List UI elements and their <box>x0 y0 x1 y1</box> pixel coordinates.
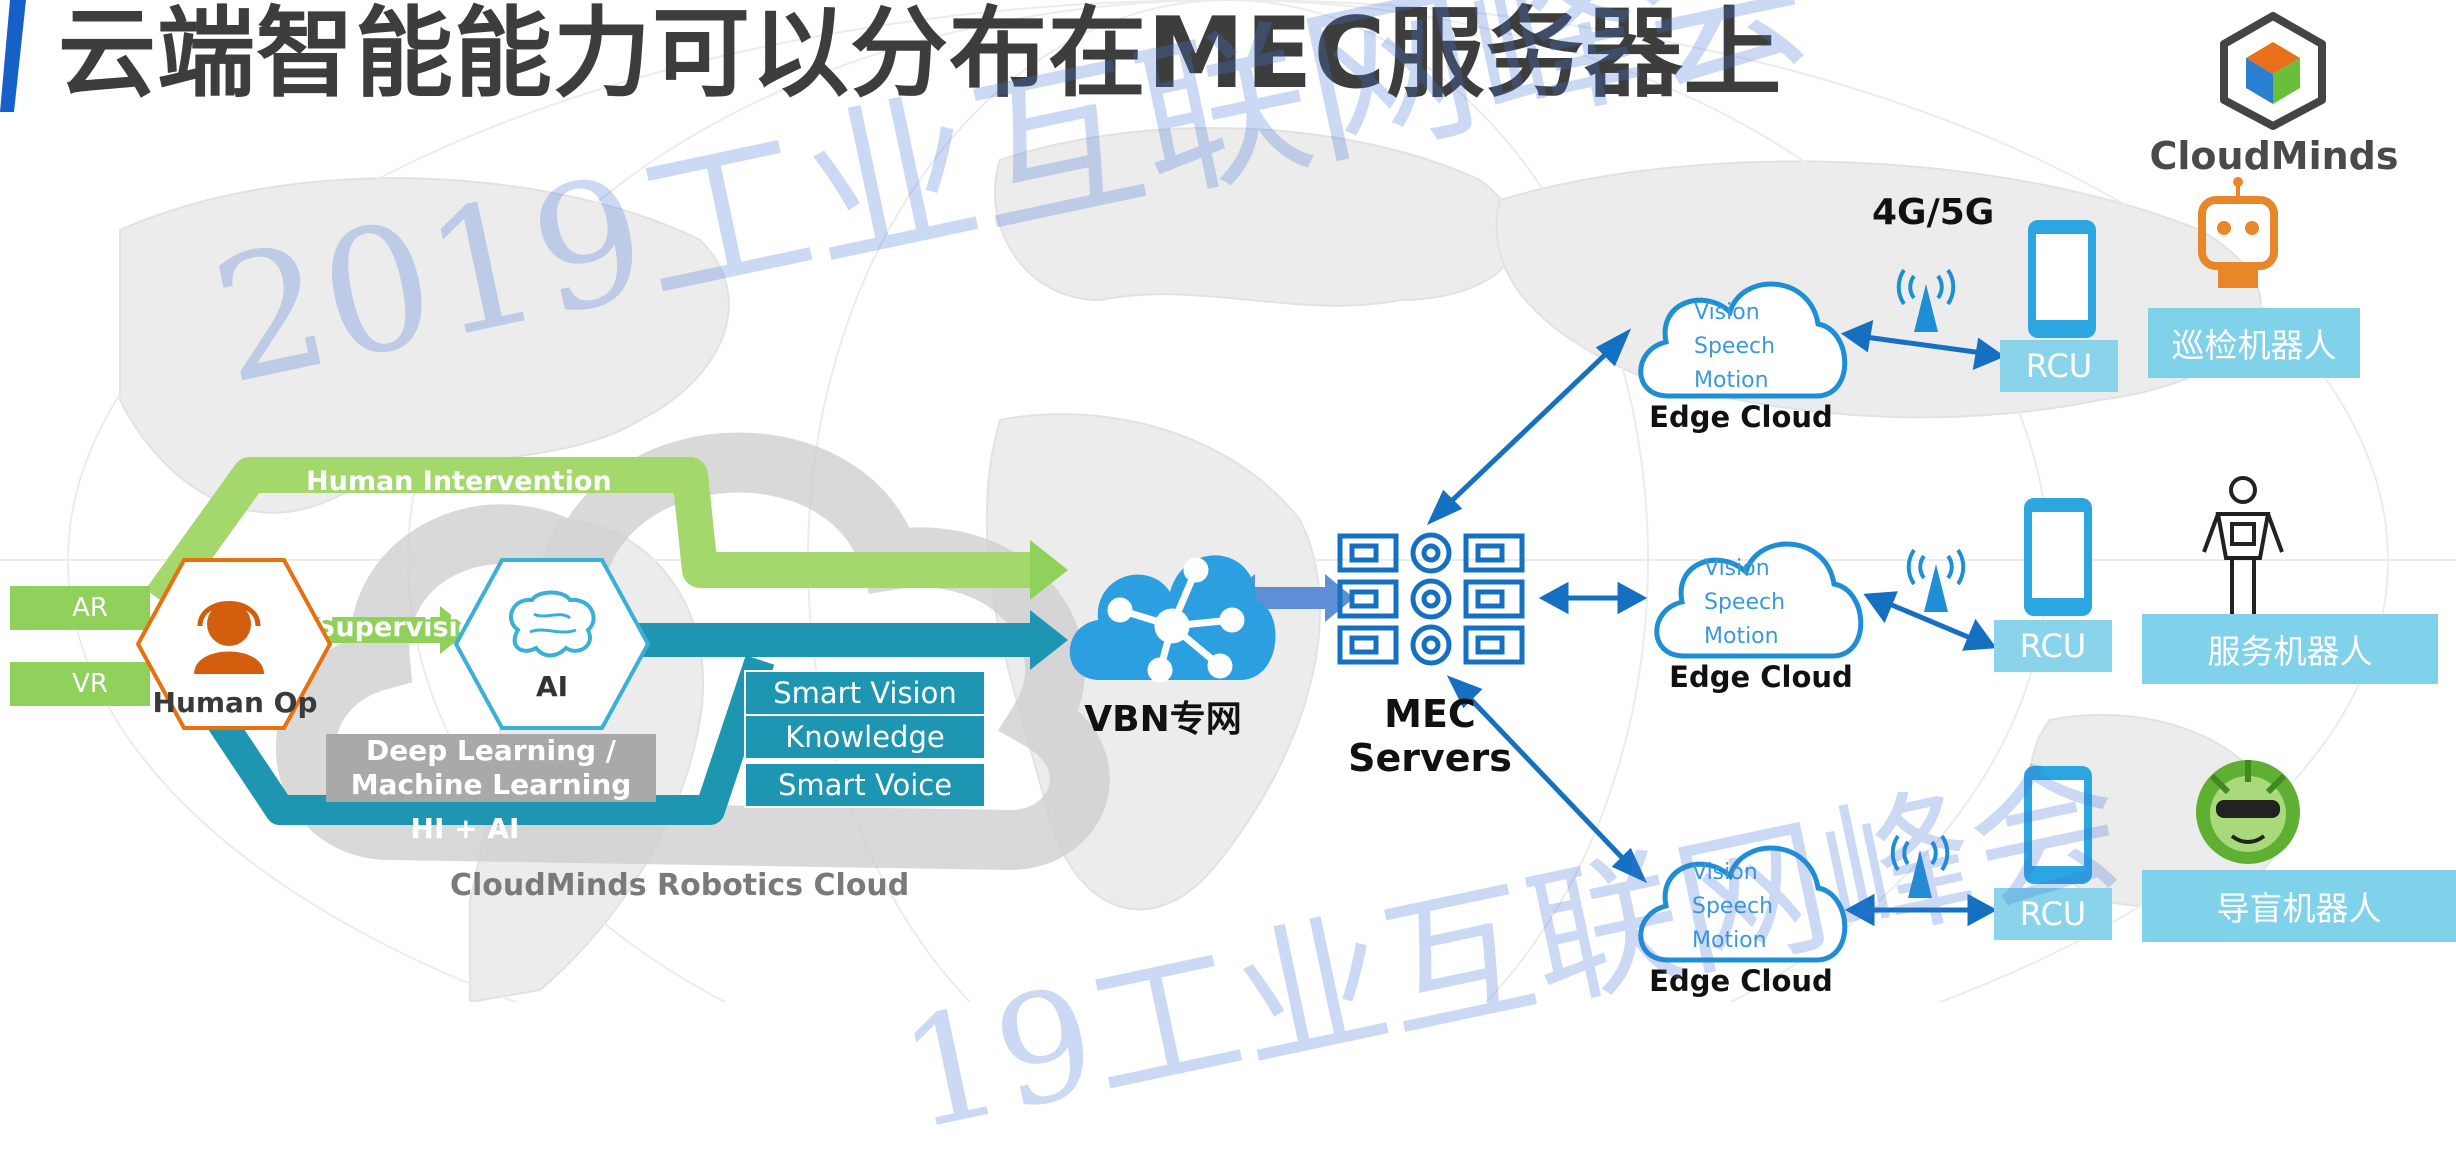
robotics-cloud-label: CloudMinds Robotics Cloud <box>450 868 910 903</box>
edge-cloud-1-motion: Motion <box>1694 368 1769 393</box>
rcu-box-2: RCU <box>1994 620 2112 672</box>
robot-label-inspection: 巡检机器人 <box>2148 308 2360 378</box>
signal-tower-2-icon <box>1906 548 1966 612</box>
brain-icon <box>509 590 596 658</box>
phone-2-icon <box>2024 498 2092 616</box>
human-intervention-label: Human Intervention <box>306 466 612 497</box>
edge-cloud-2-label: Edge Cloud <box>1669 660 1853 694</box>
edge-cloud-3-services: Vision Speech Motion <box>1692 856 1773 958</box>
edge-cloud-2-icon <box>1654 541 1864 659</box>
vr-input-label: VR <box>72 669 108 699</box>
service-smart-voice: Smart Voice <box>744 762 986 808</box>
edge-cloud-2-speech: Speech <box>1704 590 1786 615</box>
robotics-cloud-outline <box>275 432 1110 871</box>
edge-cloud-3-vision: Vision <box>1692 860 1758 885</box>
signal-tower-3-icon <box>1890 834 1950 898</box>
edge-cloud-3-motion: Motion <box>1692 928 1767 953</box>
rcu-box-3: RCU <box>1994 888 2112 940</box>
edge-cloud-1-label: Edge Cloud <box>1649 400 1833 434</box>
title-accent-bar <box>0 0 26 112</box>
service-robot-icon <box>2202 476 2284 614</box>
mec-label-line-1: MEC <box>1384 692 1476 736</box>
ar-input-label: AR <box>72 593 108 623</box>
edge-cloud-2-vision: Vision <box>1704 556 1770 581</box>
rcu-box-1: RCU <box>2000 340 2118 392</box>
edge-cloud-1-speech: Speech <box>1694 334 1776 359</box>
deep-learning-line-1: Deep Learning / <box>365 734 617 767</box>
edge-cloud-1-icon <box>1638 281 1848 399</box>
cube-logo-icon <box>2220 12 2326 130</box>
edge-cloud-3-speech: Speech <box>1692 894 1774 919</box>
edge-cloud-2-motion: Motion <box>1704 624 1779 649</box>
supervision-label: Supervisio <box>316 612 477 643</box>
phone-3-icon <box>2024 766 2092 884</box>
edge-cloud-1-services: Vision Speech Motion <box>1694 296 1775 398</box>
service-smart-vision: Smart Vision <box>744 670 986 716</box>
mec-label: MEC Servers <box>1330 692 1530 780</box>
operator-headset-icon <box>194 601 264 674</box>
ai-hexagon <box>453 558 651 730</box>
service-knowledge: Knowledge <box>744 714 986 760</box>
deep-learning-box: Deep Learning / Machine Learning <box>326 734 656 802</box>
mec-label-line-2: Servers <box>1348 736 1512 780</box>
logo-name: CloudMinds <box>2149 134 2399 178</box>
page-title: 云端智能能力可以分布在MEC服务器上 <box>58 0 1783 111</box>
edge-cloud-2-services: Vision Speech Motion <box>1704 552 1785 654</box>
mec-servers-icon <box>1337 532 1525 666</box>
edge-cloud-3-icon <box>1638 845 1848 963</box>
guide-robot-icon <box>2196 760 2300 864</box>
vbn-label: VBN专网 <box>1084 699 1242 740</box>
inspection-robot-icon <box>2198 177 2278 288</box>
signal-tower-1-icon <box>1896 268 1956 332</box>
robot-label-guide: 导盲机器人 <box>2142 870 2456 942</box>
vbn-network-cloud-icon <box>1069 555 1276 683</box>
mobile-network-label: 4G/5G <box>1872 192 1995 233</box>
phone-1-icon <box>2028 220 2096 338</box>
robot-label-service: 服务机器人 <box>2142 614 2438 684</box>
hi-ai-label: HI + AI <box>410 812 520 845</box>
human-op-label: Human Op <box>152 686 318 719</box>
edge-cloud-3-label: Edge Cloud <box>1649 964 1833 998</box>
deep-learning-line-2: Machine Learning <box>350 768 632 801</box>
ai-label: AI <box>535 670 569 703</box>
edge-cloud-1-vision: Vision <box>1694 300 1760 325</box>
